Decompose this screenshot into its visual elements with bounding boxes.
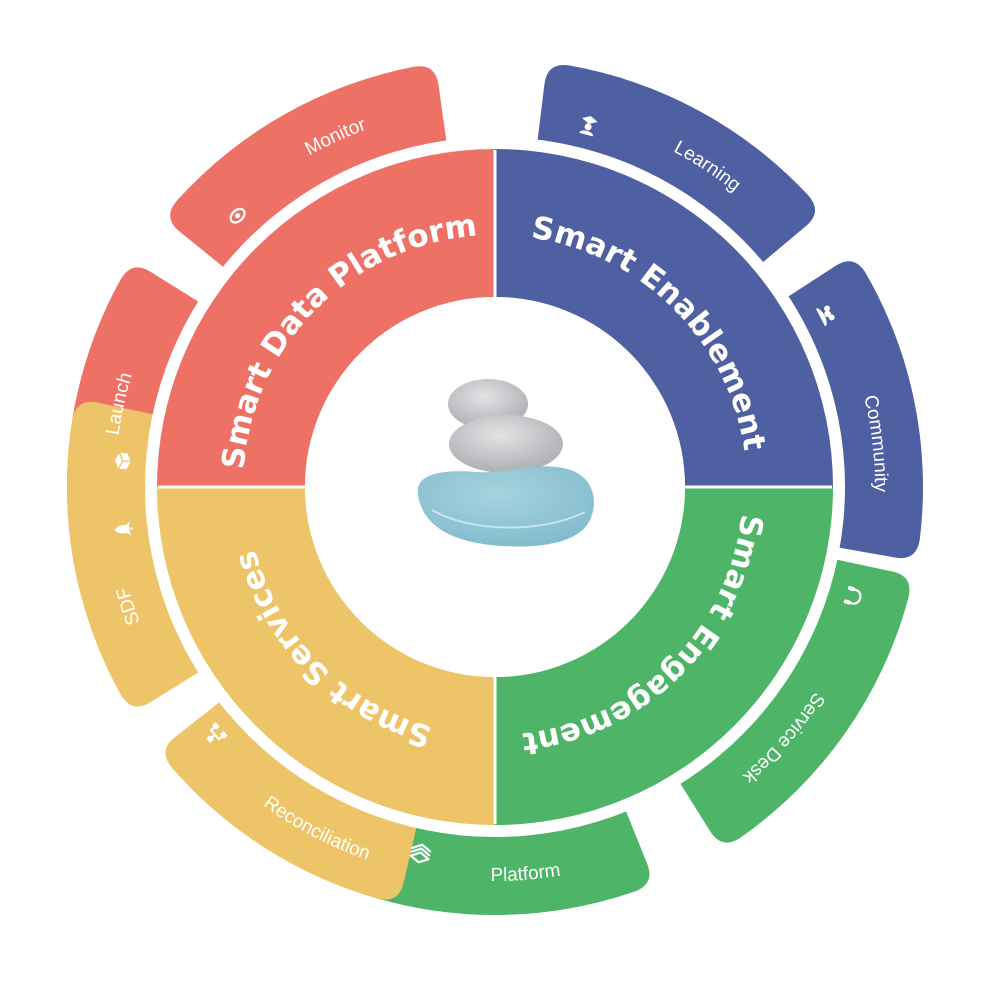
box-icon bbox=[114, 452, 131, 470]
layers-icon bbox=[409, 843, 432, 864]
people-icon bbox=[815, 305, 835, 327]
tab-service-desk[interactable] bbox=[669, 555, 910, 843]
stacked-stones-logo bbox=[417, 379, 594, 547]
eye-icon bbox=[229, 207, 246, 224]
quadrant-smart-data-platform[interactable] bbox=[157, 149, 495, 487]
quadrant-smart-services[interactable] bbox=[157, 487, 495, 825]
quadrant-smart-enablement[interactable] bbox=[495, 149, 833, 487]
tab-learning[interactable] bbox=[535, 65, 816, 275]
rocket-icon bbox=[114, 521, 134, 536]
quadrants bbox=[157, 149, 833, 825]
tab-monitor[interactable] bbox=[170, 66, 450, 280]
tab-icons bbox=[114, 116, 862, 864]
headset-icon bbox=[843, 586, 862, 605]
tab-reconciliation[interactable] bbox=[165, 690, 421, 900]
network-icon bbox=[206, 722, 228, 744]
quadrant-smart-engagement[interactable] bbox=[495, 487, 833, 825]
graduate-icon bbox=[579, 116, 598, 137]
